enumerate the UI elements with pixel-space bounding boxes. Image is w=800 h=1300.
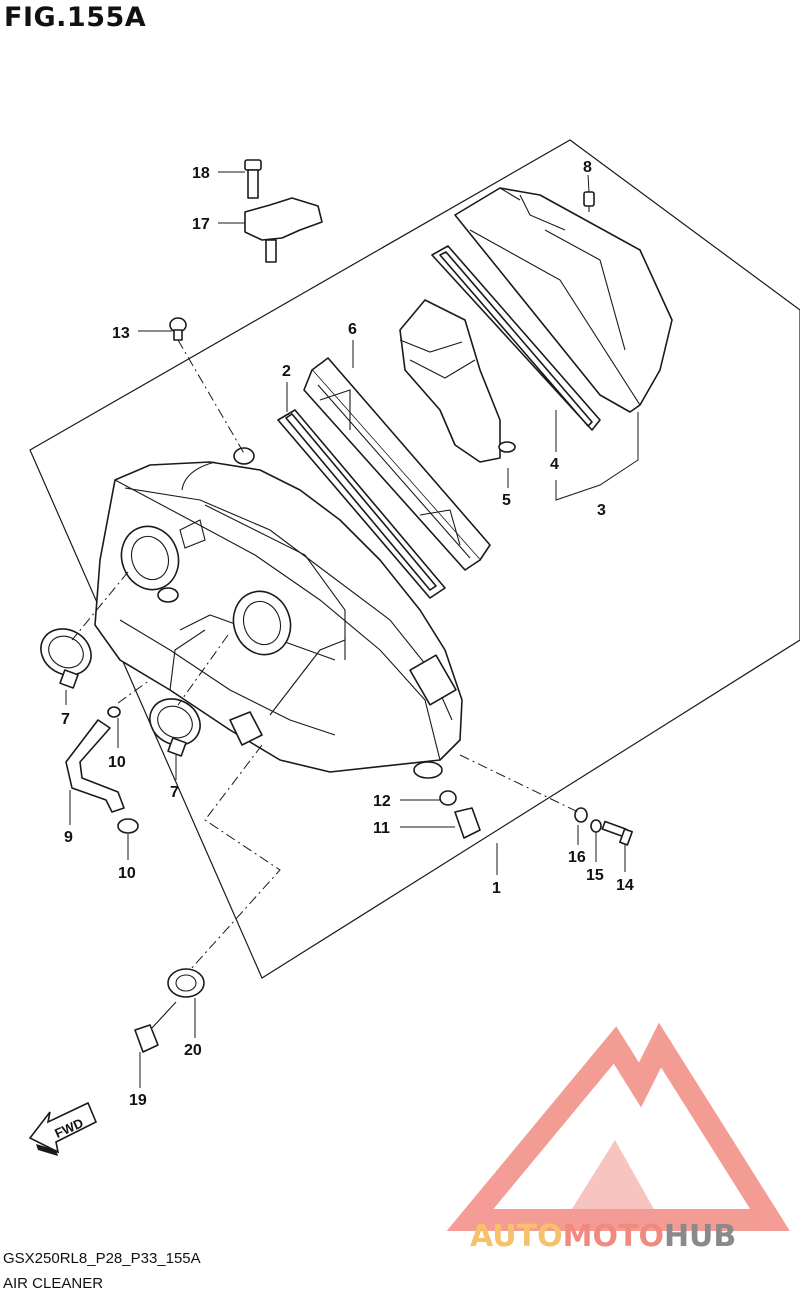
callout-11: 11 [373,820,390,837]
clip-upper [107,706,121,718]
leader-dash [459,754,579,813]
fwd-arrow-icon: FWD [28,1101,98,1156]
callout-7-left: 7 [61,711,70,728]
callout-7-right: 7 [170,784,179,801]
diagram-code: GSX250RL8_P28_P33_155A [3,1250,201,1267]
air-cleaner-cover [454,187,673,413]
gasket [277,409,446,599]
watermark-text: AUTOMOTOHUB [470,1219,736,1254]
leader-dash [71,571,129,641]
drain-hose [65,719,125,813]
clip-lower [117,818,139,834]
automotohub-logo [446,1022,790,1231]
clamp-right [149,698,201,757]
callout-9: 9 [64,829,73,846]
leader-dash [189,744,281,971]
callout-12: 12 [373,793,391,810]
nut [590,819,602,833]
mounting-bolt [601,820,633,846]
screw [583,191,595,212]
air-cleaner-case [94,447,463,779]
callout-16: 16 [568,849,586,866]
clamp-left [40,628,92,689]
diagram-caption: AIR CLEANER [3,1275,104,1292]
leader-dash [177,339,246,456]
cover-gasket [431,245,601,431]
filter-element [303,357,491,571]
callout-2: 2 [282,363,291,380]
callout-1: 1 [492,880,501,897]
callout-18: 18 [192,165,210,182]
bolt [244,159,262,199]
callout-13: 13 [112,325,130,342]
leader-dash [177,634,229,706]
callout-14: 14 [616,877,634,894]
callout-10-lower: 10 [118,865,136,882]
callout-3: 3 [597,502,606,519]
intake-duct [399,299,516,463]
grommet [167,968,205,998]
callout-10-upper: 10 [108,754,126,771]
intake-air-temp-sensor [244,197,323,263]
callout-17: 17 [192,216,210,233]
leader-dash [117,679,151,704]
callout-6: 6 [348,321,357,338]
clip [439,790,457,806]
callout-15: 15 [586,867,604,884]
callout-8: 8 [583,159,592,176]
callout-20: 20 [184,1042,202,1059]
assembly-frame [29,139,800,979]
callout-4: 4 [550,456,559,473]
drain-cap [454,807,481,839]
washer [574,807,588,823]
figure-title: FIG.155A [4,2,147,33]
callout-5: 5 [502,492,511,509]
plug [169,317,187,341]
callout-19: 19 [129,1092,147,1109]
connector [134,1001,177,1053]
